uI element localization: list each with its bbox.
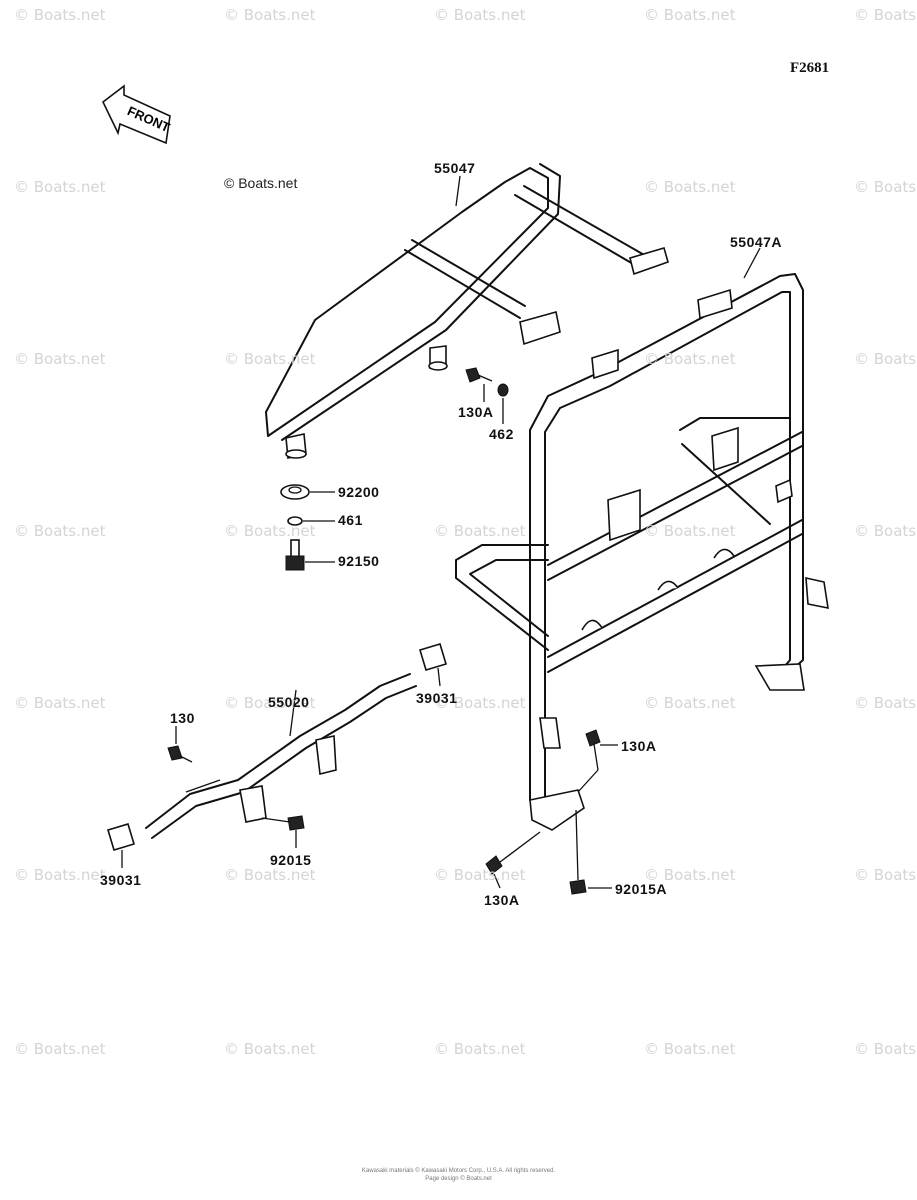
nut-462-icon xyxy=(497,383,509,397)
watermark: © Boats.net xyxy=(224,6,316,24)
front-arrow-icon: FRONT xyxy=(101,84,172,145)
copyright-line: Kawasaki materials © Kawasaki Motors Cor… xyxy=(361,1168,556,1174)
callout-55047[interactable]: 55047 xyxy=(434,160,476,176)
watermark: © Boats.net xyxy=(224,694,316,712)
grommet-92200-icon xyxy=(280,484,310,500)
watermark: © Boats.net xyxy=(434,694,526,712)
cap-39031-left-icon xyxy=(107,823,135,851)
callout-130a-right[interactable]: 130A xyxy=(621,738,657,754)
watermark: © Boats.net xyxy=(224,350,316,368)
watermark: © Boats.net xyxy=(854,178,917,196)
watermark: © Boats.net xyxy=(434,522,526,540)
bolt-92150-icon xyxy=(285,539,305,571)
bolt-130a-top-icon xyxy=(465,367,493,383)
watermark: © Boats.net xyxy=(644,522,736,540)
cap-39031-right-icon xyxy=(419,643,447,671)
bolt-130-icon xyxy=(167,745,193,763)
callout-461[interactable]: 461 xyxy=(338,512,363,528)
nut-92015-icon xyxy=(287,815,305,831)
watermark: © Boats.net xyxy=(854,350,917,368)
callout-39031-right[interactable]: 39031 xyxy=(416,690,458,706)
watermark: © Boats.net xyxy=(644,694,736,712)
brand-text: © Boats.net xyxy=(224,175,298,191)
watermark: © Boats.net xyxy=(14,866,106,884)
bolt-130a-bottom-icon xyxy=(485,831,541,875)
washer-461-icon xyxy=(287,516,303,526)
callout-92015a[interactable]: 92015A xyxy=(615,881,668,897)
callout-55047a[interactable]: 55047A xyxy=(730,234,783,250)
watermark: © Boats.net xyxy=(224,522,316,540)
callout-39031-left[interactable]: 39031 xyxy=(100,872,142,888)
watermark: © Boats.net xyxy=(434,866,526,884)
watermark: © Boats.net xyxy=(644,350,736,368)
watermark: © Boats.net xyxy=(644,866,736,884)
watermark: © Boats.net xyxy=(854,522,917,540)
watermark: © Boats.net xyxy=(14,522,106,540)
figure-id: F2681 xyxy=(790,60,830,76)
callout-92200[interactable]: 92200 xyxy=(338,484,380,500)
watermark: © Boats.net xyxy=(854,694,917,712)
watermark: © Boats.net xyxy=(854,6,917,24)
callout-462[interactable]: 462 xyxy=(489,426,514,442)
callout-55020[interactable]: 55020 xyxy=(268,694,310,710)
part-55020-bar xyxy=(145,673,417,839)
watermark: © Boats.net xyxy=(14,178,106,196)
watermark: © Boats.net xyxy=(644,1040,736,1058)
callout-130[interactable]: 130 xyxy=(170,710,195,726)
watermark: © Boats.net xyxy=(434,1040,526,1058)
nut-92015a-icon xyxy=(569,879,587,895)
watermark: © Boats.net xyxy=(224,866,316,884)
part-55047-guard xyxy=(265,163,669,459)
watermark: © Boats.net xyxy=(644,6,736,24)
callout-92150[interactable]: 92150 xyxy=(338,553,380,569)
watermark: © Boats.net xyxy=(854,866,917,884)
watermark: © Boats.net xyxy=(224,1040,316,1058)
copyright-line: Page design © Boats.net xyxy=(425,1176,492,1182)
part-55047a-frame xyxy=(455,273,829,831)
bolt-130a-right-icon xyxy=(585,729,601,771)
watermark: © Boats.net xyxy=(14,6,106,24)
watermark: © Boats.net xyxy=(854,1040,917,1058)
watermark: © Boats.net xyxy=(644,178,736,196)
watermark: © Boats.net xyxy=(14,694,106,712)
callout-130a-bottom[interactable]: 130A xyxy=(484,892,520,908)
callout-92015[interactable]: 92015 xyxy=(270,852,312,868)
callout-130a-top[interactable]: 130A xyxy=(458,404,494,420)
watermark: © Boats.net xyxy=(14,1040,106,1058)
watermark: © Boats.net xyxy=(14,350,106,368)
watermark: © Boats.net xyxy=(434,6,526,24)
